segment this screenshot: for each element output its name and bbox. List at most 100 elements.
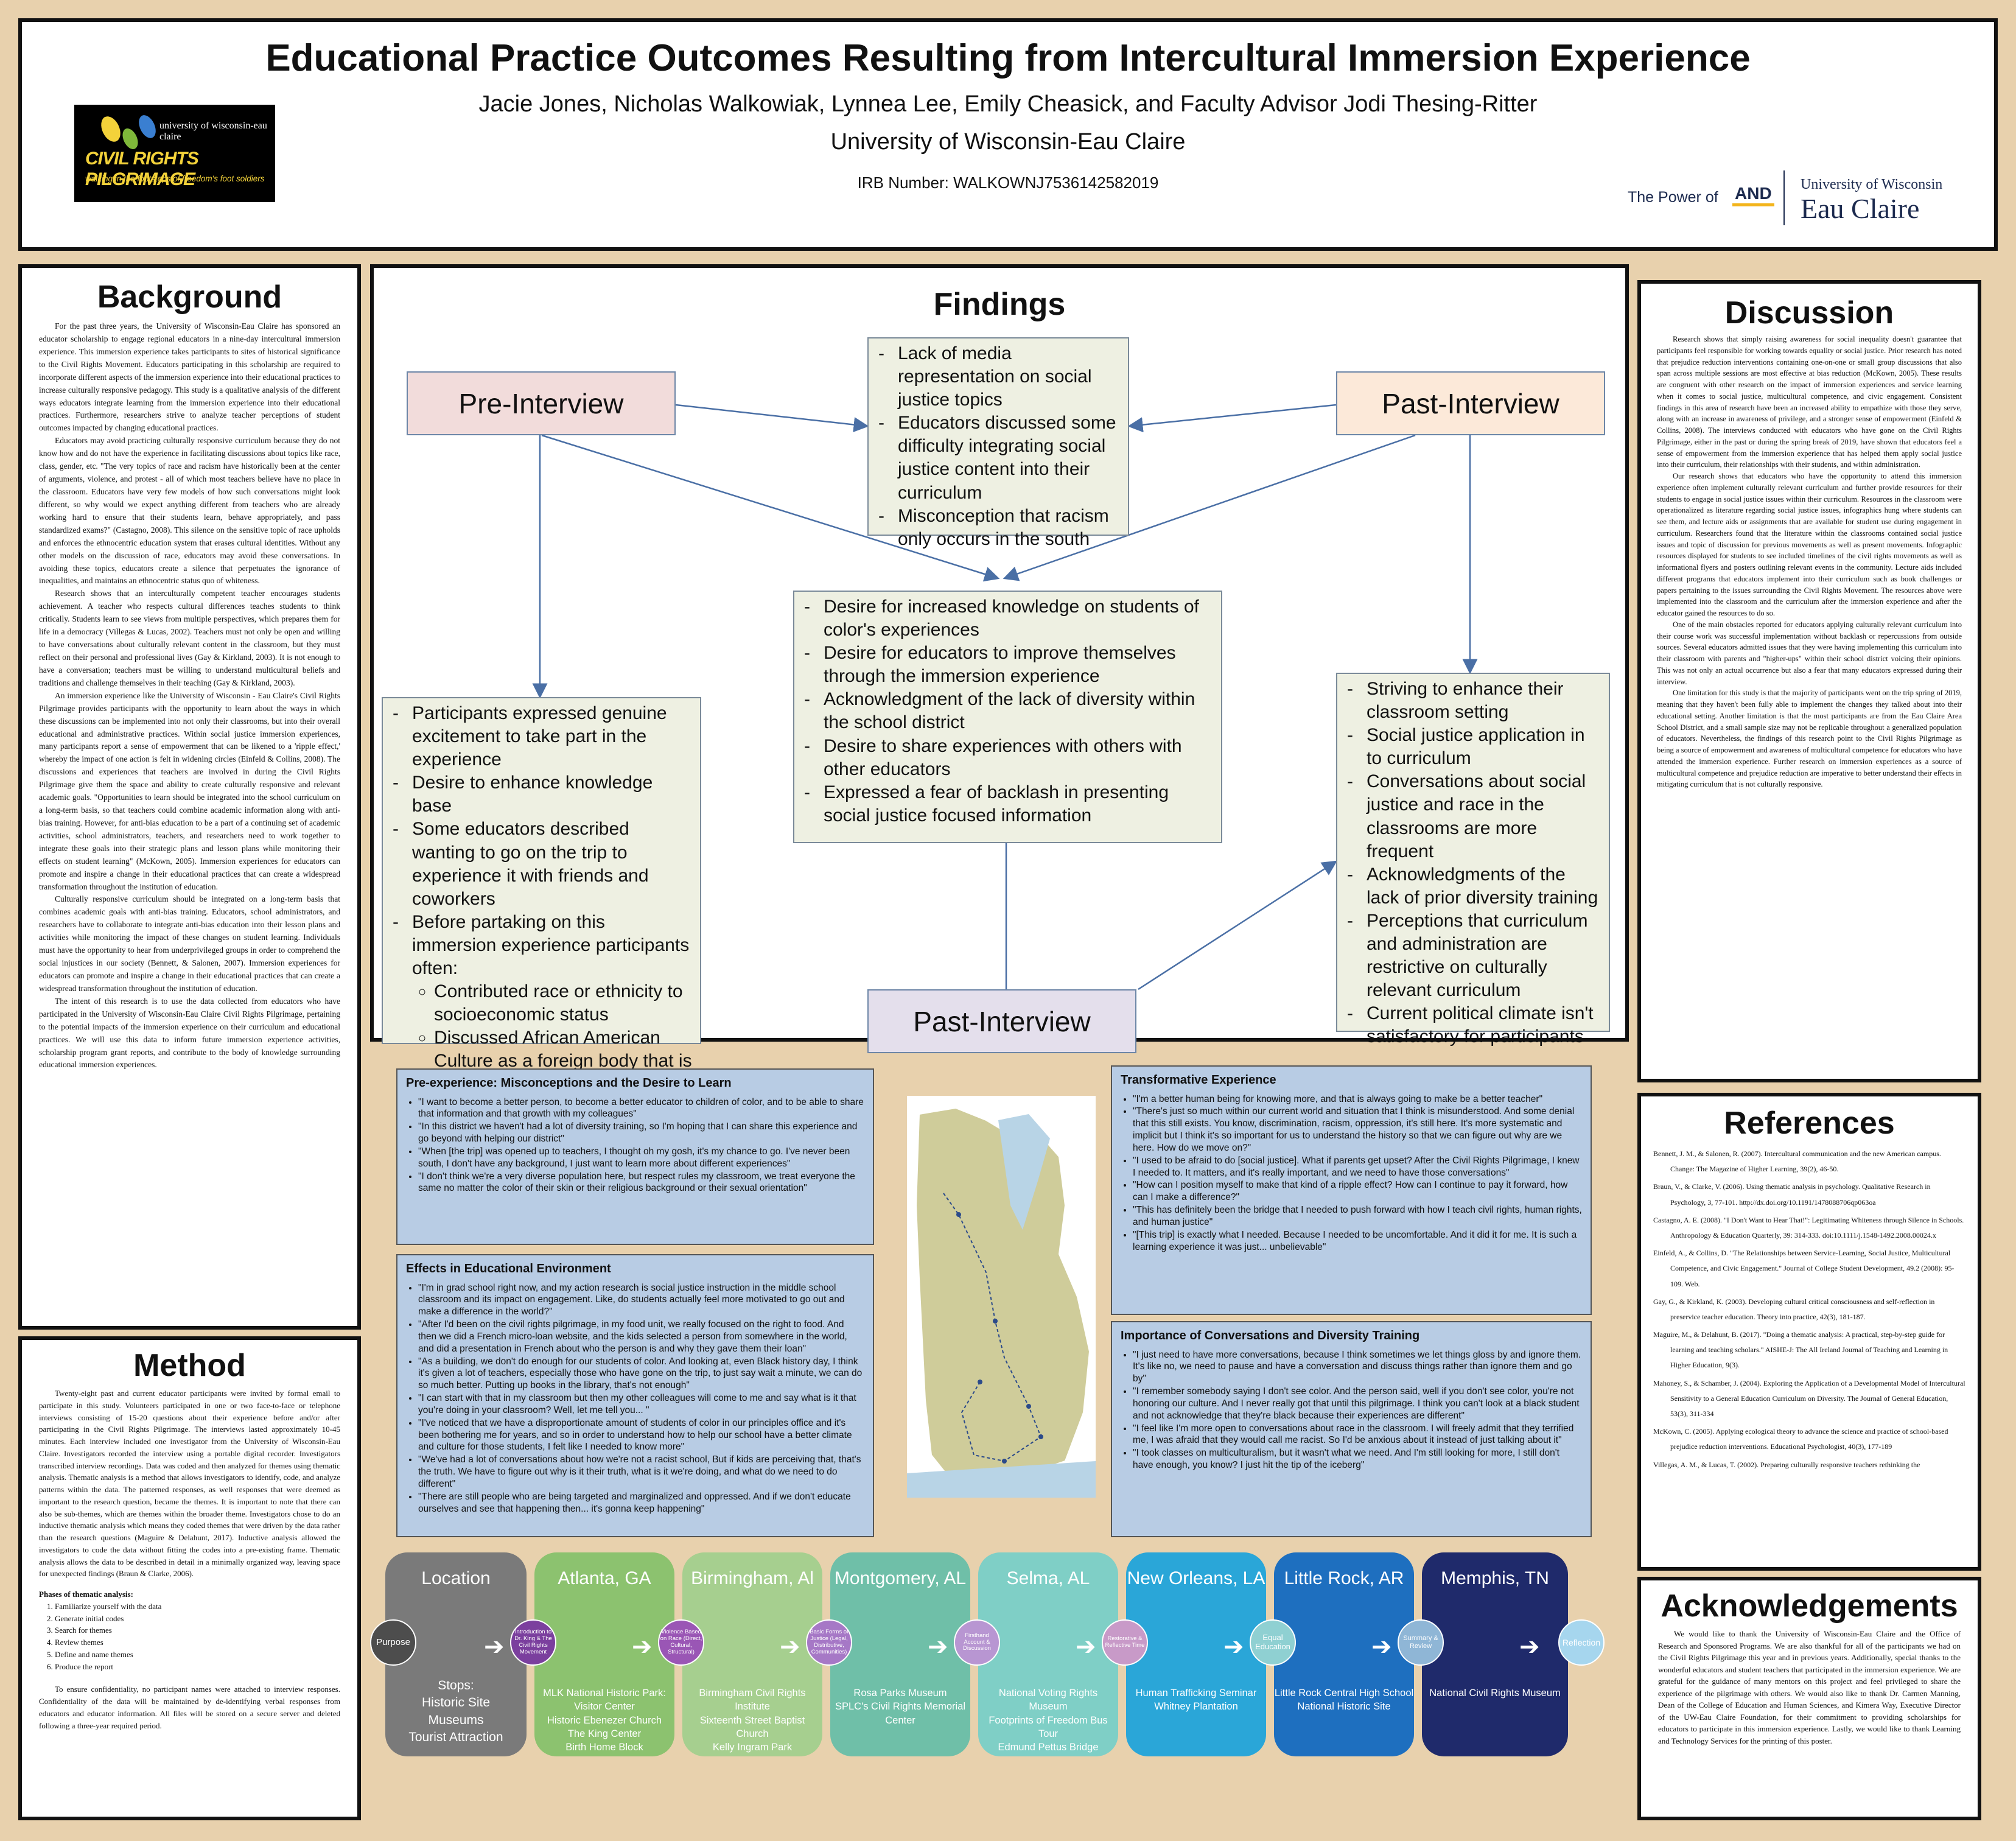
finding-item: Desire to share experiences with others … [802,735,1214,781]
finding-item: Striving to enhance their classroom sett… [1345,678,1601,724]
timeline-circle-purpose: Purpose [370,1619,416,1666]
timeline-col-stops: National Voting Rights Museum Footprints… [989,1688,1108,1753]
timeline-circle: Equal Education [1250,1619,1296,1666]
timeline-col-selma: Selma, AL National Voting Rights Museum … [978,1552,1118,1756]
quote-box-transformative: Transformative Experience "I'm a better … [1111,1065,1592,1315]
discussion-para: One limitation for this study is that th… [1657,689,1962,789]
quote-item: "I feel like I'm more open to conversati… [1133,1423,1582,1447]
quote-box-effects: Effects in Educational Environment "I'm … [396,1254,874,1537]
method-para: Twenty-eight past and current educator p… [39,1389,340,1579]
past-interview-label-bottom: Past-Interview [867,989,1136,1053]
background-heading: Background [97,279,282,315]
acknowledgements-panel: Acknowledgements We would like to thank … [1637,1577,1981,1820]
timeline-col-memphis: Memphis, TN National Civil Rights Museum [1422,1552,1568,1756]
quote-item: "As a building, we don't do enough for o… [418,1356,864,1392]
timeline-col-stops: MLK National Historic Park: Visitor Cent… [543,1688,666,1753]
timeline-col-stops: Human Trafficking Seminar Whitney Planta… [1135,1688,1257,1713]
timeline-col-title: Selma, AL [1006,1568,1090,1588]
quote-item: "There are still people who are being ta… [418,1491,864,1515]
reference-item: Braun, V., & Clarke, V. (2006). Using th… [1653,1182,1931,1207]
quote-item: "In this district we haven't had a lot o… [418,1121,864,1145]
arrow-icon: ➔ [1519,1633,1540,1660]
finding-item: Lack of media representation on social j… [876,342,1121,412]
finding-item: Participants expressed genuine excitemen… [390,702,693,771]
acknowledgements-heading: Acknowledgements [1661,1588,1958,1624]
discussion-heading: Discussion [1724,295,1894,331]
header-panel [18,18,1998,251]
power-of-text: The Power of [1628,189,1718,206]
reference-item: Gay, G., & Kirkland, K. (2003). Developi… [1653,1297,1935,1321]
timeline-col-title: Montgomery, AL [834,1568,967,1588]
reference-item: Einfeld, A., & Collins, D. "The Relation… [1653,1249,1955,1288]
arrow-icon: ➔ [484,1633,505,1660]
reference-item: Mahoney, S., & Schamber, J. (2004). Expl… [1653,1378,1965,1418]
method-body: Twenty-eight past and current educator p… [39,1387,340,1731]
logo-line3: walking in the footsteps of freedom's fo… [85,174,265,183]
phase-item: Generate initial codes [55,1613,340,1625]
timeline-circle: Introduction to Dr. King & The Civil Rig… [510,1619,556,1666]
timeline-col-stops: Little Rock Central High School National… [1274,1688,1414,1713]
discussion-body: Research shows that simply raising aware… [1657,334,1962,790]
phase-item: Define and name themes [55,1649,340,1661]
references-panel: References Bennett, J. M., & Salonen, R.… [1637,1093,1981,1571]
timeline-col-stops: National Civil Rights Museum [1429,1688,1561,1699]
background-para: Educators may avoid practicing culturall… [39,436,340,586]
finding-item: Acknowledgment of the lack of diversity … [802,688,1214,734]
arrow-icon: ➔ [928,1633,948,1660]
finding-item: Desire for increased knowledge on studen… [802,595,1214,642]
background-para: The intent of this research is to use th… [39,996,340,1070]
route-map [907,1096,1096,1498]
background-panel: Background For the past three years, the… [18,264,361,1330]
lake-michigan-shape [998,1114,1050,1230]
timeline-col-stops: Rosa Parks Museum SPLC's Civil Rights Me… [835,1688,966,1726]
quote-box-title: Pre-experience: Misconceptions and the D… [406,1076,732,1090]
arrow-icon: ➔ [1223,1633,1244,1660]
arrow-icon: ➔ [1371,1633,1392,1660]
logo-divider [1783,170,1785,225]
phase-item: Review themes [55,1636,340,1649]
footprints-icon [101,115,156,149]
phase-item: Produce the report [55,1661,340,1673]
finding-item: Current political climate isn't satisfac… [1345,1002,1601,1048]
timeline-col-title: Little Rock, AR [1284,1568,1404,1588]
timeline-col-title: Birmingham, Al [691,1568,814,1588]
discussion-para: One of the main obstacles reported for e… [1657,620,1962,686]
timeline-col-location: Location Stops: Historic Site Museums To… [385,1552,527,1756]
quote-item: "I don't think we're a very diverse popu… [418,1171,864,1195]
quote-item: "I used to be afraid to do [social justi… [1133,1155,1582,1179]
quote-item: "I'm in grad school right now, and my ac… [418,1282,864,1318]
irb-number: IRB Number: WALKOWNJ7536142582019 [857,174,1159,192]
uwec-logo: The Power of AND University of Wisconsin… [1619,170,1960,225]
arrow-icon: ➔ [632,1633,653,1660]
background-body: For the past three years, the University… [39,320,340,1071]
authors: Jacie Jones, Nicholas Walkowiak, Lynnea … [478,91,1538,117]
quote-item: "I want to become a better person, to be… [418,1096,864,1121]
quote-item: "[This trip] is exactly what I needed. B… [1133,1229,1582,1254]
past-interview-label-right: Past-Interview [1336,371,1605,435]
arrow-icon: ➔ [780,1633,800,1660]
timeline-col-new-orleans: New Orleans, LA Human Trafficking Semina… [1126,1552,1266,1756]
finding-item: Desire to enhance knowledge base [390,771,693,818]
reference-item: Villegas, A. M., & Lucas, T. (2002). Pre… [1653,1460,1920,1469]
discussion-panel: Discussion Research shows that simply ra… [1637,280,1981,1082]
timeline-col-atlanta: Atlanta, GA MLK National Historic Park: … [534,1552,674,1756]
phase-item: Search for themes [55,1624,340,1636]
finding-item: Some educators described wanting to go o… [390,818,693,910]
finding-item: Before partaking on this immersion exper… [390,911,693,980]
findings-right-box: Striving to enhance their classroom sett… [1336,673,1610,1047]
timeline-col-birmingham: Birmingham, Al Birmingham Civil Rights I… [682,1552,822,1756]
quote-item: "When [the trip] was opened up to teache… [418,1146,864,1170]
timeline-col-title: New Orleans, LA [1127,1568,1265,1588]
phase-item: Familiarize yourself with the data [55,1601,340,1613]
method-heading: Method [133,1348,246,1383]
quote-item: "There's just so much within our current… [1133,1106,1582,1154]
quote-item: "I've noticed that we have a disproporti… [418,1417,864,1453]
background-para: Research shows that an interculturally c… [39,589,340,687]
quote-item: "We've had a lot of conversations about … [418,1454,864,1490]
finding-item: Acknowledgments of the lack of prior div… [1345,863,1601,910]
quote-item: "How can I position myself to make that … [1133,1179,1582,1204]
finding-item: Expressed a fear of backlash in presenti… [802,781,1214,827]
quote-item: "I can start with that in my classroom b… [418,1392,864,1417]
references-heading: References [1724,1106,1895,1141]
